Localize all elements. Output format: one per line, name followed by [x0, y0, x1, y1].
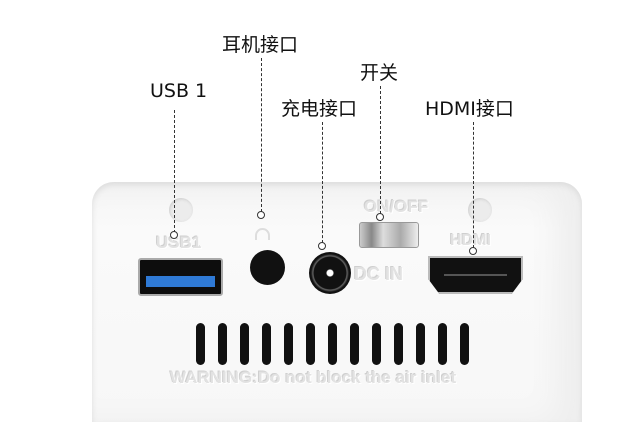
headphone-icon — [255, 228, 270, 240]
air-vent — [350, 323, 359, 365]
air-vent — [306, 323, 315, 365]
projector-body — [92, 182, 582, 422]
air-vent — [240, 323, 249, 365]
air-vent — [262, 323, 271, 365]
warning-text: WARNING:Do not block the air inlet — [170, 368, 457, 387]
hdmi-port — [428, 256, 523, 294]
callout-charging: 充电接口 — [281, 98, 358, 120]
indicator-led — [468, 198, 492, 222]
callout-line — [174, 110, 175, 233]
callout-line — [261, 58, 262, 212]
indicator-led — [169, 198, 193, 222]
air-vent — [328, 323, 337, 365]
callout-hdmi: HDMI接口 — [425, 98, 514, 120]
dc-power-port — [309, 252, 351, 294]
air-vent — [416, 323, 425, 365]
callout-line — [380, 86, 381, 214]
callout-switch: 开关 — [360, 62, 399, 84]
callout-dot — [469, 247, 477, 255]
air-vent — [372, 323, 381, 365]
callout-dot — [170, 231, 178, 239]
callout-headphone: 耳机接口 — [222, 34, 299, 56]
usb-marking: USB1 — [156, 233, 202, 252]
usb-port-insert — [146, 276, 215, 287]
dc-marking: DC IN — [354, 264, 403, 284]
hdmi-marking: HDMI — [450, 232, 491, 249]
usb-port — [138, 258, 223, 296]
air-vent — [284, 323, 293, 365]
callout-usb: USB 1 — [150, 80, 208, 102]
callout-line — [322, 122, 323, 243]
air-vent — [394, 323, 403, 365]
hdmi-pins — [444, 274, 507, 276]
air-vent — [218, 323, 227, 365]
air-vent — [196, 323, 205, 365]
air-vent — [460, 323, 469, 365]
callout-line — [473, 122, 474, 248]
headphone-jack — [250, 250, 285, 285]
switch-marking: ON/OFF — [364, 197, 429, 216]
callout-dot — [376, 213, 384, 221]
air-vent — [438, 323, 447, 365]
callout-dot — [257, 211, 265, 219]
power-switch — [359, 222, 419, 248]
callout-dot — [318, 242, 326, 250]
